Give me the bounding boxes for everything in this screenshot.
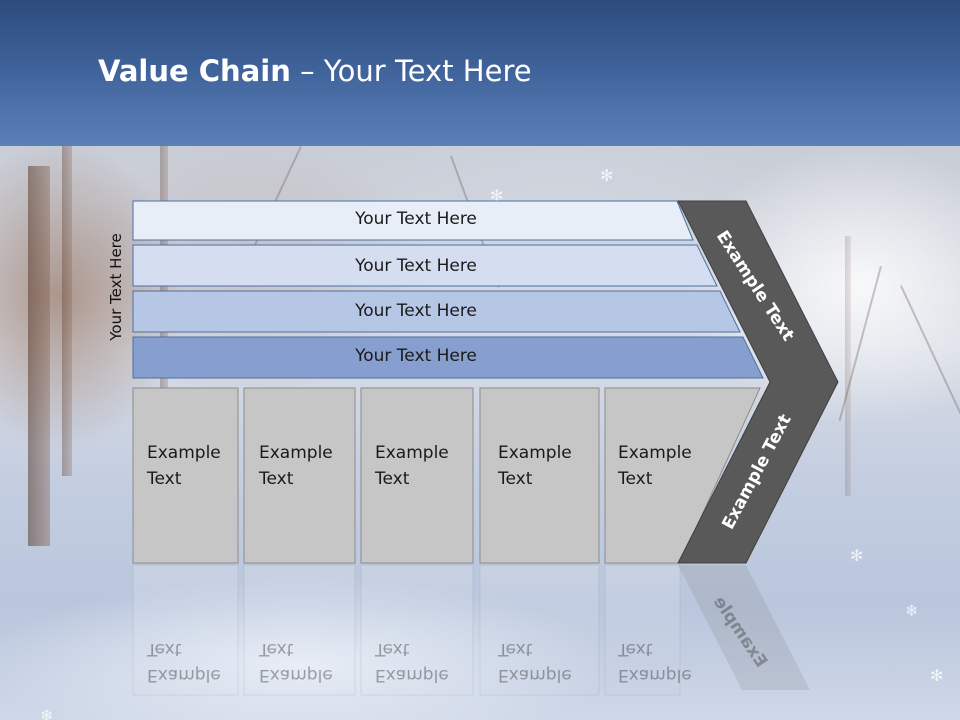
- box-reflection: [479, 564, 600, 696]
- activity-box: [360, 387, 474, 564]
- row-bar: [132, 244, 718, 287]
- box-reflection: [243, 564, 356, 696]
- reflection-group: [132, 564, 810, 696]
- margin-chevron: [677, 200, 839, 564]
- header-band: [0, 0, 960, 146]
- activity-box: [479, 387, 600, 564]
- box-reflection: [604, 564, 681, 696]
- box-reflection: [132, 564, 239, 696]
- box-reflection: [360, 564, 474, 696]
- title-rest: – Your Text Here: [290, 54, 532, 88]
- row-bar: [132, 290, 741, 333]
- row-bar: [132, 200, 694, 241]
- activity-box: [132, 387, 239, 564]
- row-bar: [132, 336, 764, 379]
- slide-title: Value Chain – Your Text Here: [98, 54, 532, 88]
- arrow-reflection: [678, 565, 810, 690]
- title-bold: Value Chain: [98, 54, 291, 88]
- row-label: Your Text Here: [355, 346, 477, 366]
- activity-box: [243, 387, 356, 564]
- row-label: Your Text Here: [355, 209, 477, 229]
- row-label: Your Text Here: [355, 301, 477, 321]
- row-label: Your Text Here: [355, 256, 477, 276]
